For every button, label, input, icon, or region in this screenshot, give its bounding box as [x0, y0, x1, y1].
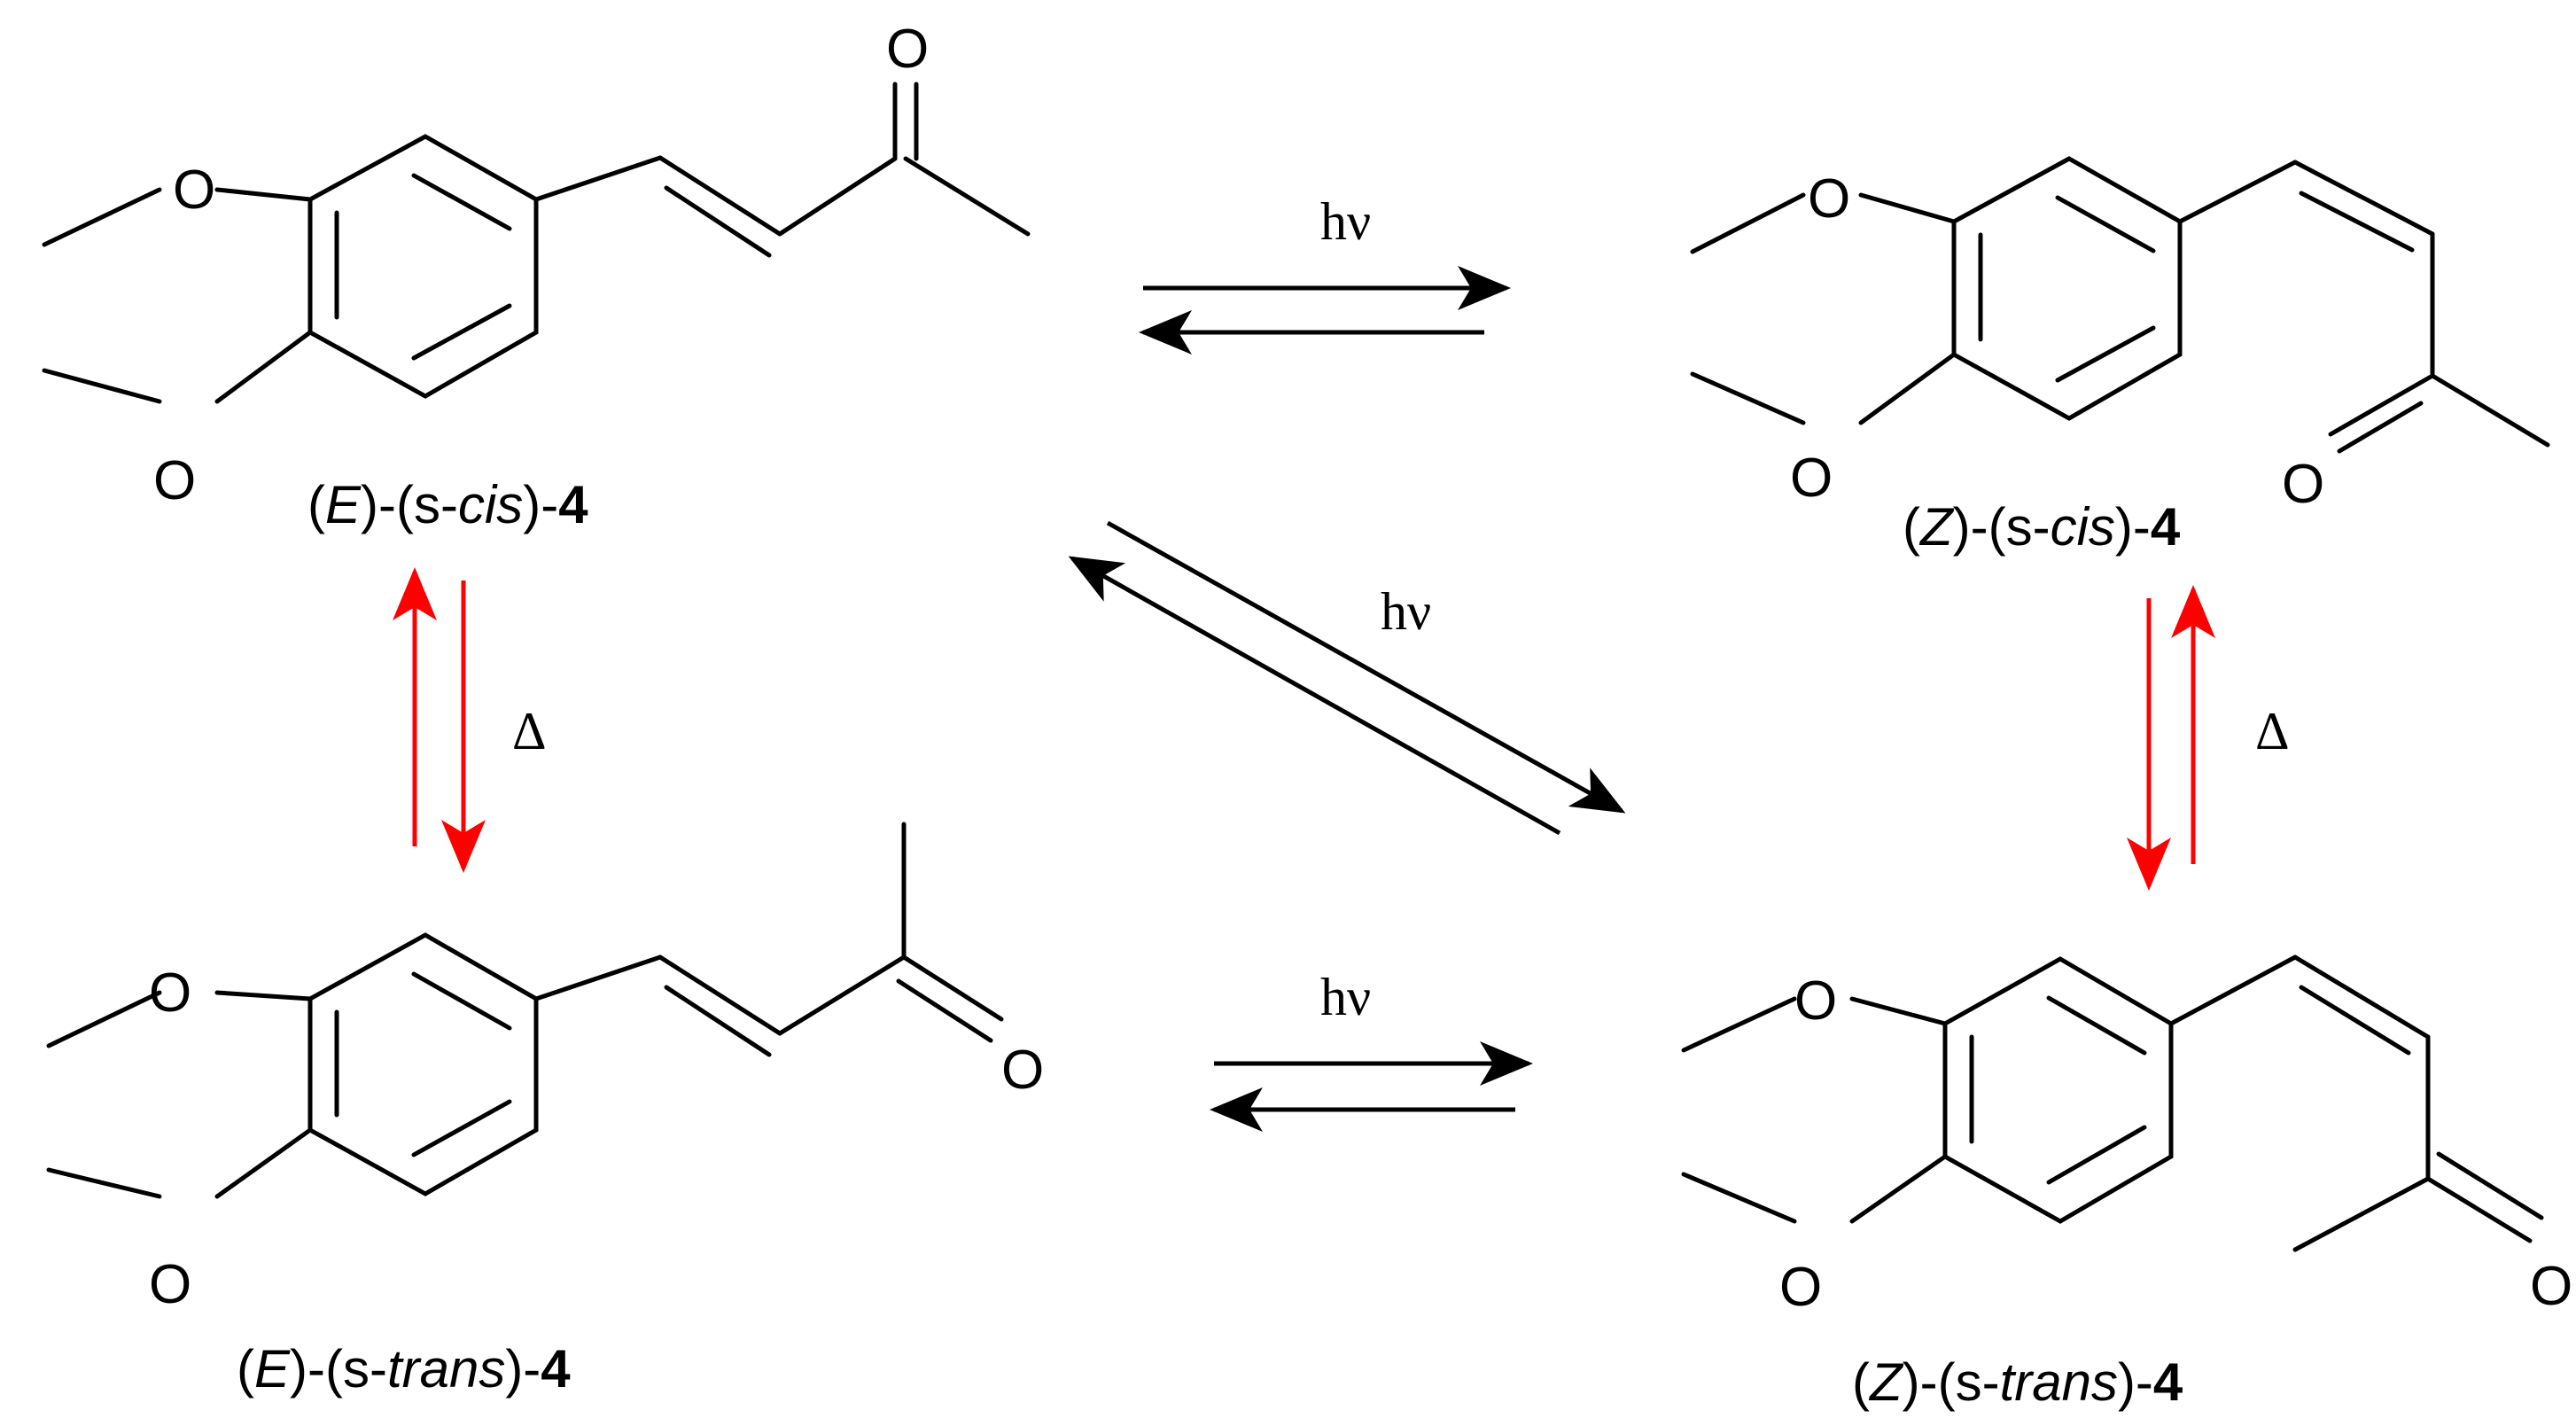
molecule-e-s-cis: O O O (E)-(s-cis)-4 — [42, 19, 1031, 534]
delta-condition-label: Δ — [512, 702, 547, 760]
bonds — [1681, 955, 2544, 1252]
oxygen-atom: O — [173, 160, 215, 221]
equilibrium-arrow-diagonal: hν — [1068, 520, 1626, 836]
bonds — [1690, 156, 2550, 454]
oxygen-atom: O — [1790, 448, 1833, 509]
compound-label-e-s-trans: (E)-(s-trans)-4 — [237, 1339, 571, 1399]
thermal-arrow-left: Δ — [393, 567, 547, 873]
oxygen-atom: O — [153, 450, 196, 511]
molecule-e-s-trans: O O O (E)-(s-trans)-4 — [46, 822, 1044, 1399]
hv-condition-label: hν — [1320, 968, 1371, 1026]
molecule-z-s-cis: O O O (Z)-(s-cis)-4 — [1690, 156, 2550, 557]
molecule-z-s-trans: O O O (Z)-(s-trans)-4 — [1681, 955, 2572, 1412]
oxygen-atom: O — [2530, 1256, 2572, 1317]
thermal-arrow-right: Δ — [2127, 585, 2290, 891]
compound-label-e-s-cis: (E)-(s-cis)-4 — [307, 475, 588, 534]
equilibrium-arrow-top: hν — [1139, 192, 1511, 355]
oxygen-atom: O — [149, 962, 191, 1024]
compound-label-z-s-cis: (Z)-(s-cis)-4 — [1903, 497, 2181, 557]
oxygen-atom: O — [1001, 1040, 1044, 1101]
oxygen-atom: O — [1779, 1257, 1822, 1318]
hv-condition-label: hν — [1320, 192, 1371, 251]
oxygen-atom: O — [2282, 454, 2324, 515]
oxygen-atom: O — [1794, 970, 1837, 1032]
equilibrium-arrow-bottom: hν — [1210, 968, 1533, 1132]
oxygen-atom: O — [886, 19, 929, 80]
oxygen-atom: O — [1808, 168, 1850, 230]
hv-condition-label: hν — [1381, 582, 1431, 641]
compound-label-z-s-trans: (Z)-(s-trans)-4 — [1852, 1352, 2183, 1412]
oxygen-atom: O — [149, 1254, 191, 1315]
bonds — [46, 822, 1004, 1199]
bonds — [42, 82, 1031, 404]
delta-condition-label: Δ — [2255, 702, 2290, 760]
